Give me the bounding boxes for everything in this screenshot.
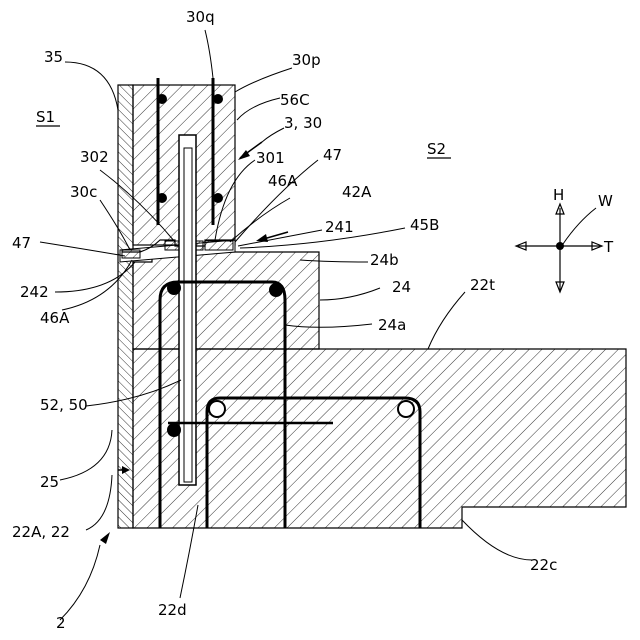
label-24a: 24a <box>378 316 406 334</box>
label-46a-top: 46A <box>268 172 298 190</box>
leader-3-30 <box>262 128 284 142</box>
leader-30p <box>235 68 292 92</box>
label-s2: S2 <box>427 140 446 158</box>
label-42a: 42A <box>342 183 372 201</box>
label-302: 302 <box>80 148 109 166</box>
rebar-dot <box>157 94 167 104</box>
label-45b: 45B <box>410 216 439 234</box>
label-24b: 24b <box>370 251 399 269</box>
stirrup-dot <box>209 401 225 417</box>
exterior-panel-25 <box>118 85 133 528</box>
label-3-30: 3, 30 <box>284 114 322 132</box>
rebar-dot <box>213 193 223 203</box>
gasket-46A-left <box>122 250 140 258</box>
anchor-bolt-inner <box>184 148 192 482</box>
leader-46a-top <box>230 198 290 242</box>
rebar-dot <box>157 193 167 203</box>
label-s1: S1 <box>36 108 55 126</box>
label-242: 242 <box>20 283 49 301</box>
label-24: 24 <box>392 278 411 296</box>
label-axis-w: W <box>598 192 613 210</box>
stirrup-dot <box>167 281 181 295</box>
leader-22a-22 <box>86 475 112 530</box>
stirrup-dot <box>269 283 283 297</box>
leader-56c <box>237 98 280 120</box>
label-52-50: 52, 50 <box>40 396 88 414</box>
leader-22t <box>428 292 465 349</box>
label-22t: 22t <box>470 276 495 294</box>
label-301: 301 <box>256 149 285 167</box>
label-30p: 30p <box>292 51 321 69</box>
label-axis-t: T <box>603 238 614 256</box>
label-47-left: 47 <box>12 234 31 252</box>
label-241: 241 <box>325 218 354 236</box>
leader-25 <box>60 430 112 480</box>
label-22a-22: 22A, 22 <box>12 523 70 541</box>
label-22c: 22c <box>530 556 557 574</box>
gasket-46A-right <box>205 241 233 250</box>
label-30q: 30q <box>186 8 215 26</box>
leader-22c <box>462 520 532 560</box>
leader-47-left <box>40 242 125 256</box>
label-35: 35 <box>44 48 63 66</box>
label-22d: 22d <box>158 601 187 619</box>
label-47-top: 47 <box>323 146 342 164</box>
leader-241 <box>238 230 322 246</box>
rebar-dot <box>213 94 223 104</box>
label-46a-bot: 46A <box>40 309 70 327</box>
label-56c: 56C <box>280 91 310 109</box>
rebar-dot <box>167 423 181 437</box>
stirrup-dot <box>398 401 414 417</box>
leader-w <box>563 208 596 244</box>
label-25: 25 <box>40 473 59 491</box>
label-2: 2 <box>56 614 66 632</box>
leader-30q <box>205 30 213 78</box>
arrow-2-head <box>100 532 110 544</box>
label-axis-h: H <box>553 186 564 204</box>
axis-origin-dot <box>556 242 564 250</box>
label-30c: 30c <box>70 183 97 201</box>
leader-35 <box>65 62 118 110</box>
leader-2 <box>60 545 100 620</box>
leader-24 <box>320 288 380 300</box>
